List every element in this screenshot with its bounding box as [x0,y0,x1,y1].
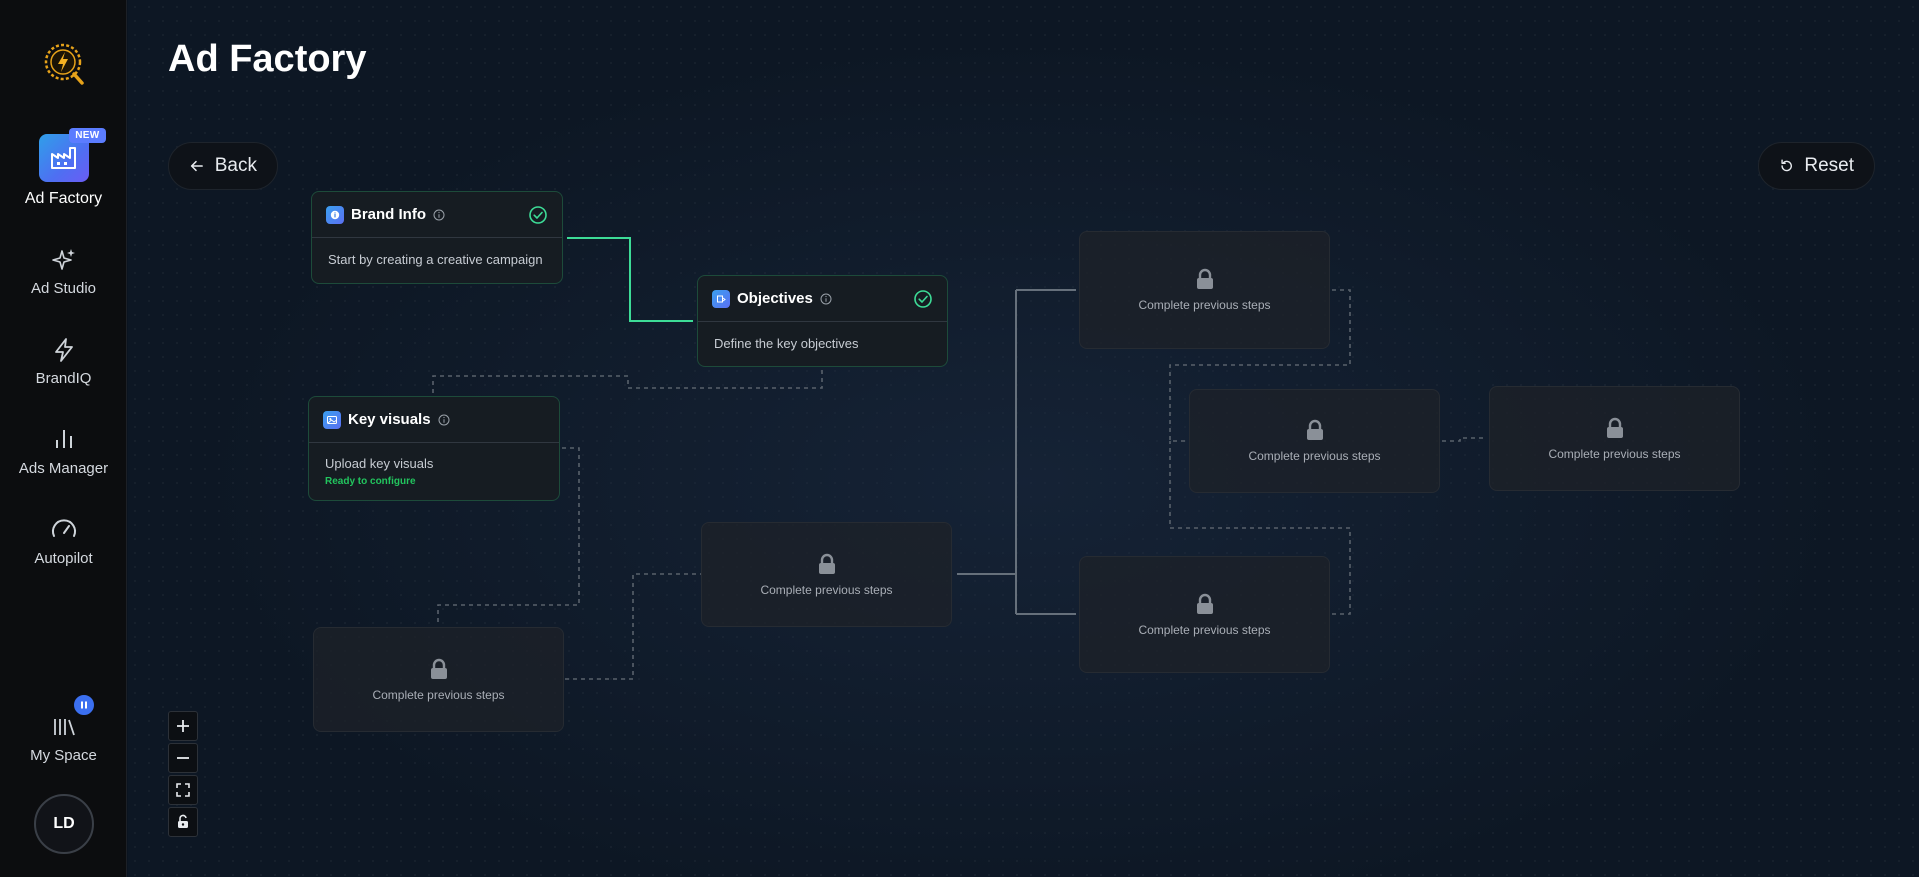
image-badge-icon [323,410,341,429]
check-circle-icon [914,289,932,308]
sidebar: NEW Ad Factory Ad Studio BrandIQ Ads Man… [0,0,127,877]
gauge-icon [51,519,76,537]
zoom-out-button[interactable] [168,743,198,773]
lock-view-button[interactable] [168,807,198,837]
info-icon[interactable] [820,293,832,305]
factory-icon: NEW [38,128,106,182]
lock-label: Complete previous steps [1548,446,1681,461]
reset-label: Reset [1804,155,1854,176]
plus-icon [177,720,189,732]
node-title: Brand Info [351,206,426,223]
lock-icon [1606,417,1623,438]
lock-icon [818,553,835,574]
node-title: Key visuals [348,411,431,428]
sparkle-icon [51,249,75,270]
node-objectives[interactable]: Objectives Define the key objectives [697,275,948,367]
bar-chart-icon [55,430,72,448]
node-status: Ready to configure [325,476,416,487]
back-label: Back [214,155,257,176]
sidebar-item-ad-studio[interactable]: Ad Studio [0,246,127,297]
lock-icon [1196,593,1213,614]
sidebar-item-label: BrandIQ [35,370,92,387]
lock-label: Complete previous steps [1138,622,1271,637]
sidebar-item-ads-manager[interactable]: Ads Manager [0,426,127,477]
sidebar-item-label: Ads Manager [18,460,109,477]
lock-icon [1196,268,1213,289]
node-key-visuals[interactable]: Key visuals Upload key visuals Ready to … [308,396,560,501]
zoom-in-button[interactable] [168,711,198,741]
info-badge-icon [326,205,344,224]
arrow-left-icon [190,160,203,172]
brand-logo[interactable] [40,40,90,90]
node-description: Upload key visuals [325,456,434,471]
page-title: Ad Factory [168,38,367,80]
minus-icon [177,757,189,759]
node-locked: Complete previous steps [1079,556,1330,673]
node-brand-info[interactable]: Brand Info Start by creating a creative … [311,191,563,284]
fullscreen-icon [176,783,190,797]
sidebar-item-label: My Space [30,747,97,764]
new-badge: NEW [69,128,106,143]
node-locked: Complete previous steps [1079,231,1330,349]
info-icon[interactable] [433,209,445,221]
sidebar-item-brandiq[interactable]: BrandIQ [0,336,127,387]
sidebar-item-ad-factory[interactable]: NEW Ad Factory [0,128,127,208]
node-body: Upload key visuals Ready to configure [309,443,559,501]
node-description: Start by creating a creative campaign [328,252,543,267]
lock-icon [430,658,447,679]
info-icon[interactable] [438,414,450,426]
sidebar-item-autopilot[interactable]: Autopilot [0,516,127,567]
avatar[interactable]: LD [34,794,94,854]
lock-label: Complete previous steps [760,582,893,597]
unlock-icon [178,814,188,828]
objectives-badge-icon [712,289,730,308]
reset-icon [1781,159,1792,172]
lock-icon [1306,419,1323,440]
lock-label: Complete previous steps [1248,449,1381,463]
lock-label: Complete previous steps [1138,298,1271,312]
node-description: Define the key objectives [714,336,859,351]
node-locked: Complete previous steps [313,627,564,732]
node-locked: Complete previous steps [1489,386,1740,491]
avatar-initials: LD [53,815,75,832]
check-circle-icon [529,205,547,224]
node-title: Objectives [737,290,813,307]
pause-badge-icon[interactable] [72,693,96,717]
sidebar-item-my-space[interactable]: My Space [0,713,127,764]
node-locked: Complete previous steps [1189,389,1440,493]
back-button[interactable]: Back [168,142,278,190]
sidebar-item-label: Autopilot [34,550,93,567]
node-locked: Complete previous steps [701,522,952,627]
lock-label: Complete previous steps [372,687,505,702]
node-header: Brand Info [312,192,562,238]
sidebar-item-label: Ad Factory [24,190,103,207]
library-icon [53,719,75,736]
fit-view-button[interactable] [168,775,198,805]
sidebar-item-label: Ad Studio [30,280,97,297]
reset-button[interactable]: Reset [1758,142,1875,190]
node-header: Key visuals [309,397,559,443]
node-header: Objectives [698,276,947,322]
bolt-icon [54,338,73,362]
